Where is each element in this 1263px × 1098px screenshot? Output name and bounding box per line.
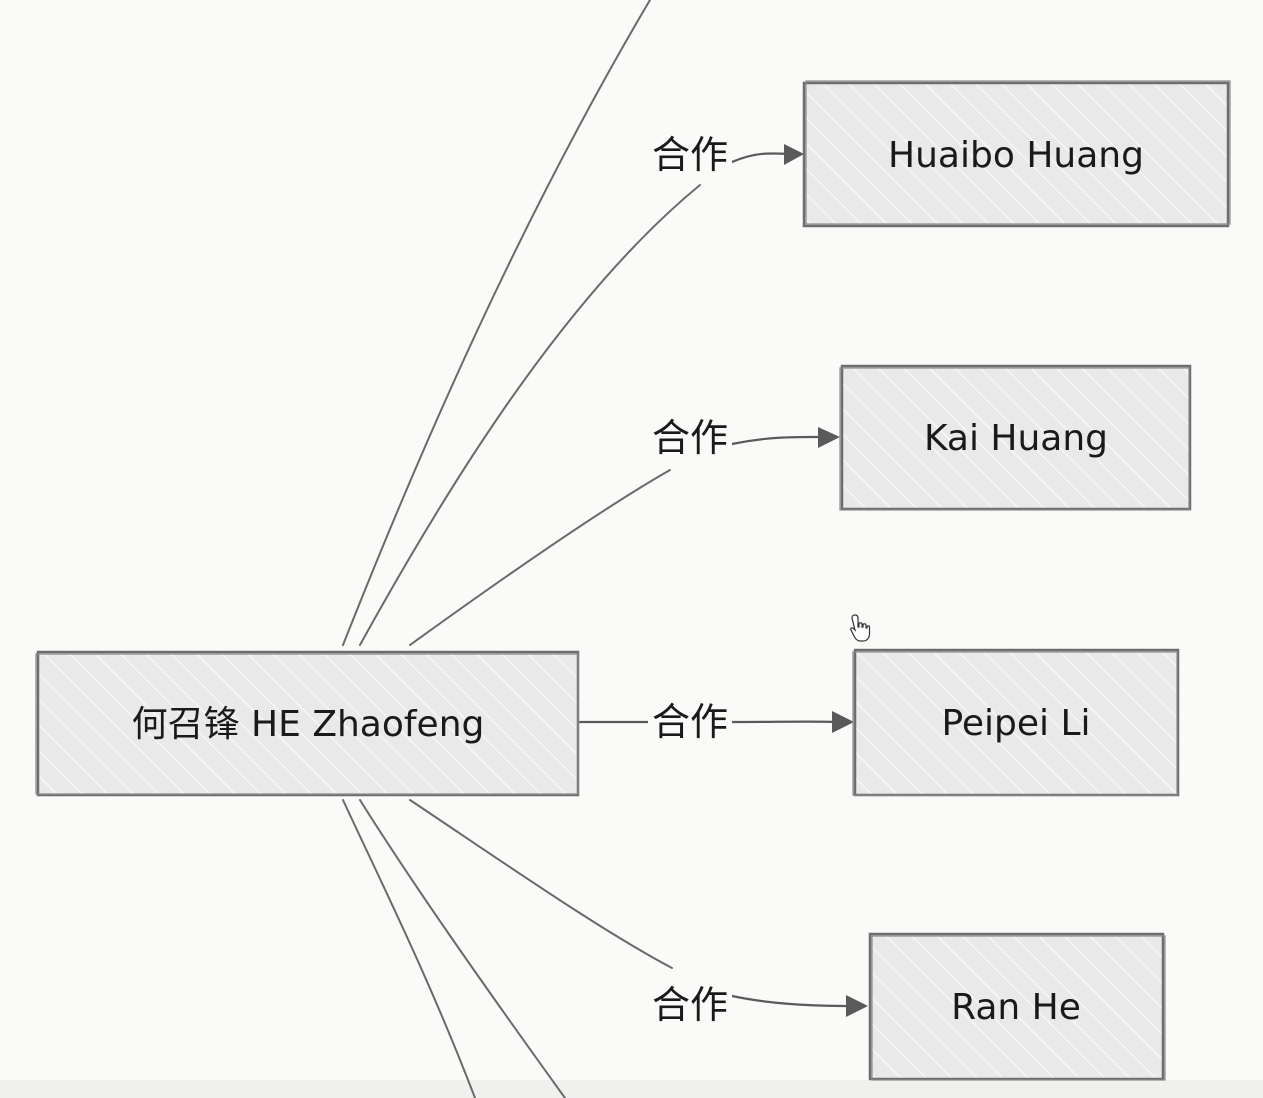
arrowhead-ran xyxy=(846,995,868,1017)
edge-offscreen-bottom-2 xyxy=(359,799,566,1098)
arrow-ran xyxy=(730,994,854,1008)
edge-label-huaibo-text: 合作 xyxy=(652,133,728,177)
edge-offscreen-top-1 xyxy=(342,0,651,646)
node-huaibo-box xyxy=(802,81,1230,228)
hand-pointer-cursor-icon xyxy=(850,614,871,642)
edge-offscreen-bottom-1 xyxy=(342,799,476,1098)
node-huaibo-sketch-outline xyxy=(805,80,1231,225)
node-target-ran-he[interactable]: Ran He xyxy=(868,932,1166,1081)
node-target-huaibo-huang[interactable]: Huaibo Huang xyxy=(802,80,1231,228)
arrowhead-kai xyxy=(818,427,840,448)
node-huaibo-label: Huaibo Huang xyxy=(888,135,1144,176)
edge-label-kai-text: 合作 xyxy=(652,416,728,460)
node-peipei-sketch-outline xyxy=(852,651,1178,796)
bottom-strip xyxy=(0,1080,1263,1098)
node-ran-sketch-outline xyxy=(871,935,1166,1081)
arrowhead-peipei xyxy=(832,711,854,733)
edge-label-peipei-text: 合作 xyxy=(652,700,728,744)
node-target-peipei-li[interactable]: Peipei Li xyxy=(852,648,1180,797)
arrowhead-huaibo xyxy=(784,144,804,165)
edge-to-label-kai xyxy=(409,469,671,646)
edge-to-label-ran xyxy=(409,799,673,969)
node-kai-label: Kai Huang xyxy=(924,418,1108,459)
edge-label-ran-text: 合作 xyxy=(652,983,728,1027)
node-source-label: 何召锋 HE Zhaofeng xyxy=(132,704,485,745)
edge-label-ran[interactable]: 合作 xyxy=(648,980,732,1028)
node-source-sketch-outline xyxy=(35,653,579,795)
node-source[interactable]: 何召锋 HE Zhaofeng xyxy=(35,650,580,797)
node-ran-label: Ran He xyxy=(951,987,1081,1028)
edge-label-kai[interactable]: 合作 xyxy=(648,413,732,461)
node-target-kai-huang[interactable]: Kai Huang xyxy=(839,364,1192,511)
arrow-huaibo xyxy=(730,152,792,164)
edge-label-peipei[interactable]: 合作 xyxy=(648,697,732,745)
arrow-kai xyxy=(730,435,826,446)
node-source-box xyxy=(36,650,580,797)
node-kai-sketch-outline xyxy=(839,367,1190,511)
node-peipei-label: Peipei Li xyxy=(941,703,1090,744)
node-peipei-box xyxy=(853,648,1180,797)
node-ran-box xyxy=(868,932,1165,1081)
edge-label-huaibo[interactable]: 合作 xyxy=(648,130,732,178)
node-kai-box xyxy=(840,364,1192,511)
edge-to-label-huaibo xyxy=(359,184,701,646)
